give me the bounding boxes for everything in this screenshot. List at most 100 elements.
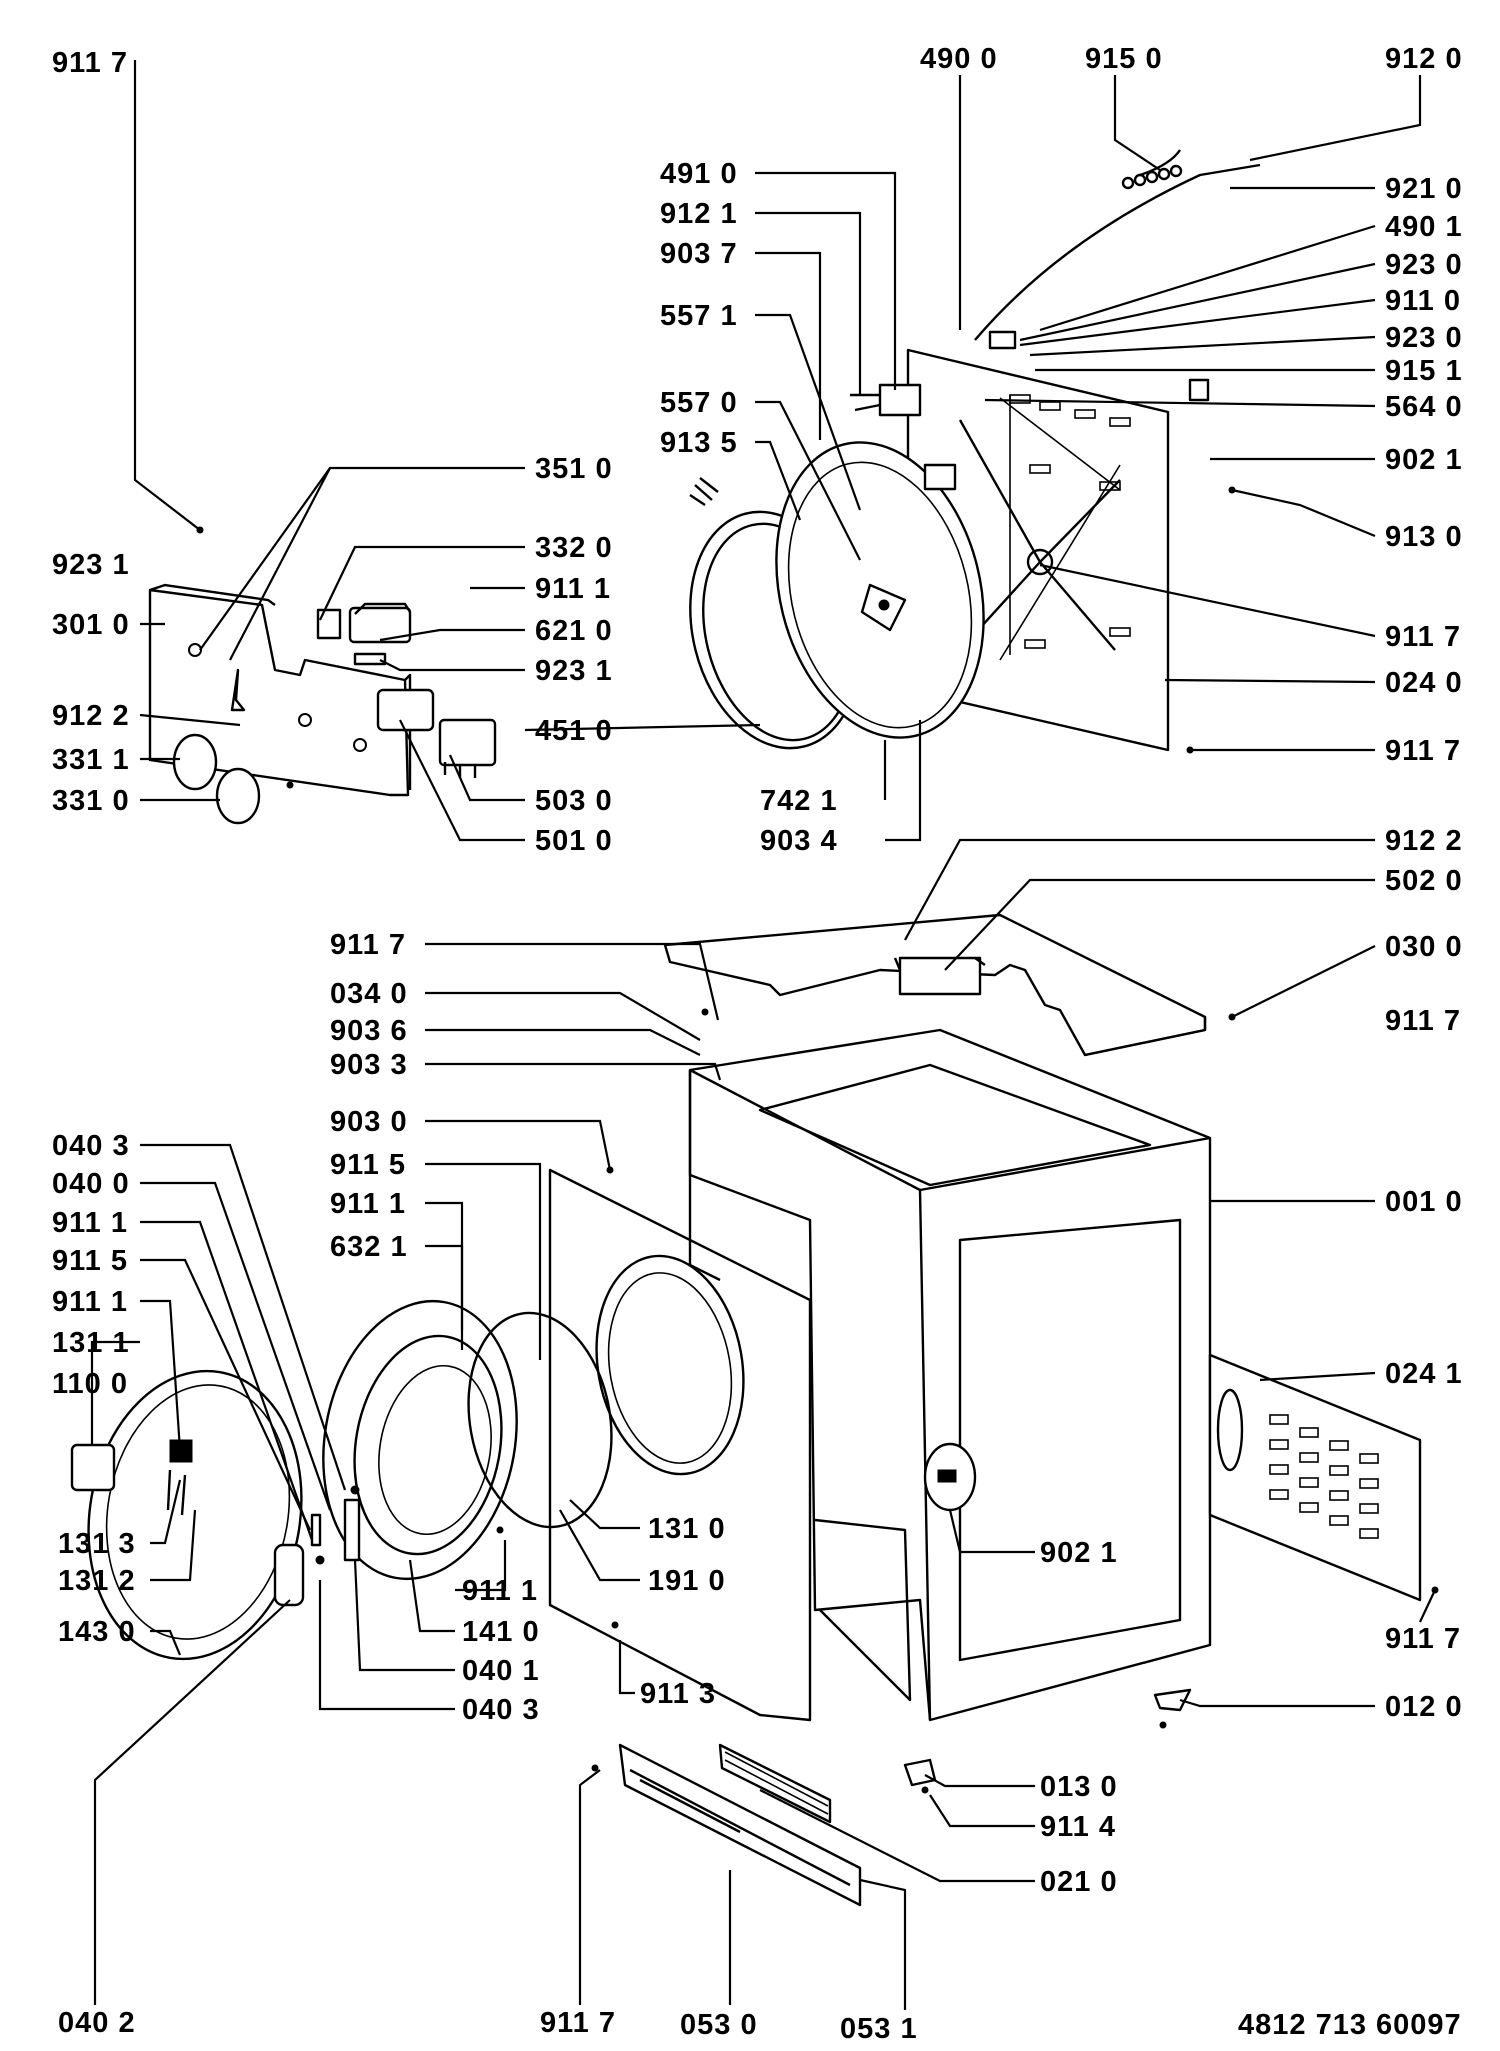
part-label: 911 7 [1385, 1005, 1461, 1037]
leader-line [755, 251, 822, 440]
part-label: 131 3 [58, 1528, 136, 1560]
part-label: 502 0 [1385, 865, 1463, 897]
fan-hub [860, 583, 907, 632]
part-label: 921 0 [1385, 173, 1463, 205]
part-label: 131 2 [58, 1565, 136, 1597]
part-label: 911 3 [640, 1678, 716, 1710]
leader-line [150, 1509, 197, 1582]
leader-line [759, 1789, 1035, 1883]
part-label: 491 0 [660, 158, 738, 190]
leader-line [379, 628, 525, 642]
leader-line [140, 1220, 314, 1541]
part-label: 911 1 [462, 1575, 538, 1607]
part-label: 911 7 [1385, 1623, 1461, 1655]
part-label: 911 1 [52, 1207, 128, 1239]
part-label: 040 3 [52, 1130, 130, 1162]
leader-line [379, 659, 525, 672]
part-label: 903 6 [330, 1015, 408, 1047]
plinth [618, 1743, 862, 1907]
leader-line [425, 1244, 464, 1330]
part-label: 141 0 [462, 1616, 540, 1648]
front-panel-opening [595, 1254, 745, 1476]
leader-line [140, 1143, 347, 1491]
part-label: 632 1 [330, 1231, 408, 1263]
foot [1153, 1688, 1192, 1712]
part-label: 902 1 [1385, 444, 1463, 476]
part-label: 911 7 [540, 2007, 616, 2039]
leader-line [559, 1509, 640, 1582]
part-label: 911 7 [52, 47, 128, 79]
part-label: 911 7 [330, 929, 406, 961]
cabinet-assembly [548, 913, 1422, 1787]
part-label: 923 1 [52, 549, 130, 581]
hinge [343, 1498, 361, 1562]
part-label: 024 0 [1385, 667, 1463, 699]
part-label: 564 0 [1385, 391, 1463, 423]
foot-013 [903, 1758, 937, 1787]
leader-line [1419, 1589, 1436, 1623]
leader-line [569, 1499, 640, 1530]
leader-line [140, 1181, 332, 1511]
leader-line [755, 211, 862, 395]
leader-line [425, 1028, 701, 1056]
control-panel-assembly [148, 583, 497, 825]
part-label: 040 3 [462, 1694, 540, 1726]
part-label: 742 1 [760, 785, 838, 817]
part-label: 501 0 [535, 825, 613, 857]
part-label: 030 0 [1385, 931, 1463, 963]
leader-line [1179, 1698, 1375, 1708]
leader-line [524, 723, 761, 732]
part-label: 923 1 [535, 655, 613, 687]
part-label: 911 1 [330, 1188, 406, 1220]
leader-line [755, 440, 802, 521]
part-label: 040 1 [462, 1655, 540, 1687]
control-panel-body [148, 588, 410, 797]
cabinet-body [688, 1028, 1212, 1722]
leader-line [1019, 298, 1376, 347]
part-label: 503 0 [535, 785, 613, 817]
part-label: 915 1 [1385, 355, 1463, 387]
power-cord [974, 163, 1261, 341]
part-label: 923 0 [1385, 322, 1463, 354]
leader-line [755, 171, 897, 390]
part-label: 001 0 [1385, 1186, 1463, 1218]
part-label: 915 0 [1085, 43, 1163, 75]
leader-line [408, 1559, 455, 1633]
door-assembly [70, 1299, 613, 1661]
part-label: 451 0 [535, 715, 613, 747]
leader-line [929, 1794, 1035, 1828]
leader-line [133, 60, 201, 531]
leader-line [1113, 75, 1161, 171]
part-label: 911 4 [1040, 1811, 1116, 1843]
worktop-module [898, 956, 982, 996]
part-label: 911 1 [535, 573, 611, 605]
part-label: 040 2 [58, 2007, 136, 2039]
part-label: 013 0 [1040, 1771, 1118, 1803]
thermostat-block [878, 383, 922, 417]
door-switch [376, 688, 435, 732]
leader-line [150, 1479, 182, 1545]
part-label: 911 7 [1385, 735, 1461, 767]
leader-line [885, 720, 922, 842]
part-label: 012 0 [1385, 1691, 1463, 1723]
leader-line [859, 1878, 907, 2010]
leader-line [1259, 1371, 1376, 1382]
leader-line [319, 545, 525, 621]
part-label: 301 0 [52, 609, 130, 641]
leader-line [924, 1774, 1035, 1788]
connector-902-1 [1188, 378, 1210, 402]
leader-line [425, 991, 701, 1041]
part-label: 903 3 [330, 1049, 408, 1081]
leader-line [1039, 563, 1376, 638]
leader-line [904, 838, 1375, 941]
part-label: 053 0 [680, 2009, 758, 2041]
plinth-assembly [618, 1743, 862, 1907]
part-label: 131 0 [648, 1513, 726, 1545]
leader-line [1029, 335, 1376, 357]
part-label: 040 0 [52, 1168, 130, 1200]
part-label: 912 2 [52, 700, 130, 732]
leader-line [755, 313, 862, 511]
leader-line [755, 400, 861, 561]
document-number: 4812 713 60097 [1238, 2009, 1462, 2041]
